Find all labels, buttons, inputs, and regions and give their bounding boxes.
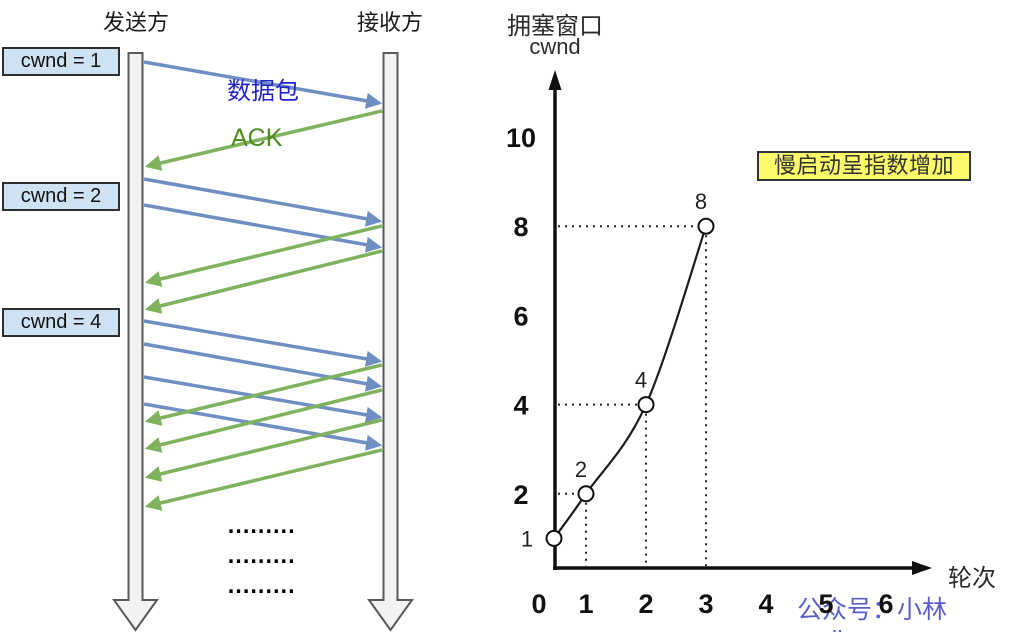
packet-arrows	[143, 60, 383, 451]
x-tick-label: 0	[531, 589, 546, 619]
ack-arrows	[144, 109, 383, 511]
chart-axes	[548, 70, 932, 575]
point-value-label: 1	[521, 526, 533, 551]
ack-arrow	[144, 363, 383, 426]
ack-label: ACK	[231, 124, 283, 152]
packet-arrow	[143, 342, 383, 392]
point-value-label: 2	[575, 457, 587, 482]
x-tick-label: 4	[758, 589, 773, 619]
ack-arrow	[144, 224, 383, 287]
slow-start-annotation: 慢启动呈指数增加	[757, 151, 971, 181]
cwnd-4-box: cwnd = 4	[2, 308, 120, 337]
x-axis-arrow-icon	[912, 561, 932, 575]
chart-plot-area: 1 2 4 8 2 4 6 8 10 0 1 2 3 4 5 6	[506, 123, 894, 619]
y-tick-label: 8	[513, 212, 528, 242]
cwnd-1-box: cwnd = 1	[2, 47, 120, 76]
receiver-label: 接收方	[356, 10, 423, 35]
packet-label: 数据包	[227, 78, 299, 105]
ellipsis-row: .........	[225, 514, 297, 538]
y-tick-label: 10	[506, 123, 536, 153]
y-tick-label: 2	[513, 480, 528, 510]
packet-arrow	[143, 60, 383, 109]
y-tick-label: 6	[513, 301, 528, 331]
sender-lifeline	[112, 52, 159, 632]
chart-point	[577, 485, 595, 503]
x-tick-label: 3	[698, 589, 713, 619]
point-value-label: 4	[635, 368, 647, 393]
x-tick-label: 5	[818, 589, 833, 619]
ack-arrow	[144, 388, 383, 453]
x-tick-label: 2	[638, 589, 653, 619]
cwnd-2-box: cwnd = 2	[2, 182, 120, 211]
ack-arrow	[144, 249, 383, 314]
y-axis-arrow-icon	[548, 70, 562, 90]
chart-subtitle: cwnd	[529, 34, 581, 59]
packet-arrow	[143, 203, 383, 253]
packet-arrow	[143, 177, 383, 227]
watermark: 公众号：小林coding	[797, 596, 948, 632]
x-axis-label: 轮次	[948, 565, 996, 592]
packet-arrow	[143, 319, 383, 367]
ellipsis-row: .........	[225, 544, 297, 568]
ack-arrow	[144, 109, 383, 171]
chart-point	[637, 396, 655, 414]
chart-title: 拥塞窗口	[507, 13, 603, 40]
packet-arrow	[143, 375, 383, 423]
growth-curve	[553, 225, 708, 540]
receiver-lifeline	[367, 52, 414, 632]
y-tick-label: 4	[513, 391, 528, 421]
chart-point	[697, 217, 715, 235]
point-value-label: 8	[695, 189, 707, 214]
x-tick-label: 6	[878, 589, 893, 619]
chart-point	[545, 529, 563, 547]
ellipsis-row: .........	[225, 574, 297, 598]
ack-arrow	[144, 448, 383, 511]
x-tick-label: 1	[578, 589, 593, 619]
ack-arrow	[144, 418, 383, 482]
sender-label: 发送方	[102, 10, 169, 35]
